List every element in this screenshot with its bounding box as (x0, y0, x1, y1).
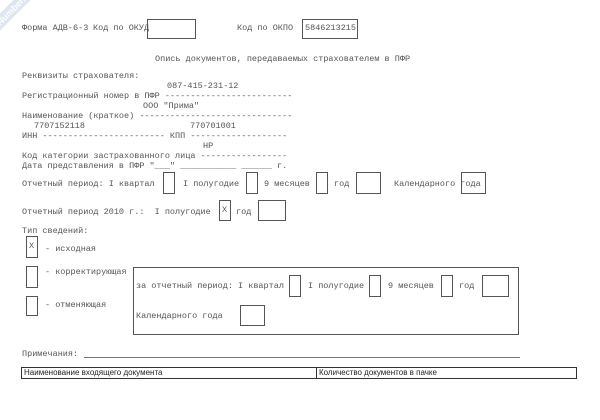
correction-nine-label: 9 месяцев (388, 281, 434, 291)
correction-year-field[interactable] (482, 275, 509, 297)
period-nine-checkbox[interactable] (316, 172, 328, 194)
period-half-checkbox[interactable] (246, 172, 258, 194)
correction-q1-checkbox[interactable] (289, 275, 301, 297)
period-nine-label: 9 месяцев (264, 179, 310, 189)
period-year-label: год (334, 179, 350, 189)
period2010-label: Отчетный период 2010 г.: I полугодие (22, 207, 211, 217)
name-label: Наименование (краткое) -----------------… (22, 111, 293, 121)
reg-number-label: Регистрационный номер в ПФР ------------… (22, 91, 293, 101)
correction-half-checkbox[interactable] (369, 275, 381, 297)
inn-value: 7707152118 (34, 121, 86, 131)
okud-field[interactable] (147, 19, 196, 39)
category-label: Код категории застрахованного лица -----… (22, 151, 288, 161)
correction-calendar-label: Календарного года (136, 311, 223, 321)
correction-frame (133, 267, 519, 335)
correction-calendar-field[interactable] (240, 305, 265, 326)
okpo-field[interactable]: 5846213215 (302, 19, 358, 39)
notes-label: Примечания: (22, 349, 79, 359)
period-half-label: I полугодие (183, 179, 240, 189)
period2010-year-label: год (236, 207, 252, 217)
info-type-heading: Тип сведений: (22, 226, 89, 236)
period-q1-checkbox[interactable] (163, 172, 175, 194)
inn-kpp-label: ИНН ------------------------ КПП -------… (22, 131, 288, 141)
correction-period-label: за отчетный период: I квартал (136, 281, 284, 291)
period2010-year-field[interactable] (258, 200, 286, 221)
period-calendar-field[interactable] (461, 172, 486, 194)
form-name: Форма АДВ-6-3 (22, 23, 89, 33)
okud-label: Код по ОКУД (93, 23, 150, 33)
reg-number-value: 087-415-231-12 (167, 81, 239, 91)
notes-input[interactable] (84, 357, 520, 358)
cancelling-label: - отменяющая (45, 300, 107, 310)
page-title: Опись документов, передаваемых страховат… (155, 54, 411, 64)
period-calendar-label: Календарного года (394, 179, 481, 189)
documents-table-header: Наименование входящего документа Количес… (21, 367, 577, 379)
corrective-label: - корректирующая (45, 267, 127, 277)
correction-half-label: I полугодие (308, 281, 365, 291)
period-label: Отчетный период: I квартал (22, 179, 155, 189)
original-checkbox[interactable]: X (26, 236, 38, 258)
correction-nine-checkbox[interactable] (441, 275, 453, 297)
period-year-field[interactable] (356, 172, 381, 194)
column-document-name: Наименование входящего документа (22, 368, 317, 378)
name-value: ООО "Прима" (143, 101, 200, 111)
kpp-value: 770701001 (190, 121, 236, 131)
original-label: - исходная (45, 244, 97, 254)
corrective-checkbox[interactable] (26, 266, 38, 288)
correction-year-label: год (459, 281, 475, 291)
column-document-count: Количество документов в пачке (319, 368, 437, 377)
date-label: Дата представления в ПФР "___" _________… (22, 161, 288, 171)
okpo-label: Код по ОКПО (237, 23, 294, 33)
insurer-heading: Реквизиты страхователя: (22, 71, 140, 81)
category-value: НР (203, 141, 214, 151)
cancelling-checkbox[interactable] (26, 296, 38, 316)
period2010-half-checkbox[interactable]: X (219, 200, 231, 221)
